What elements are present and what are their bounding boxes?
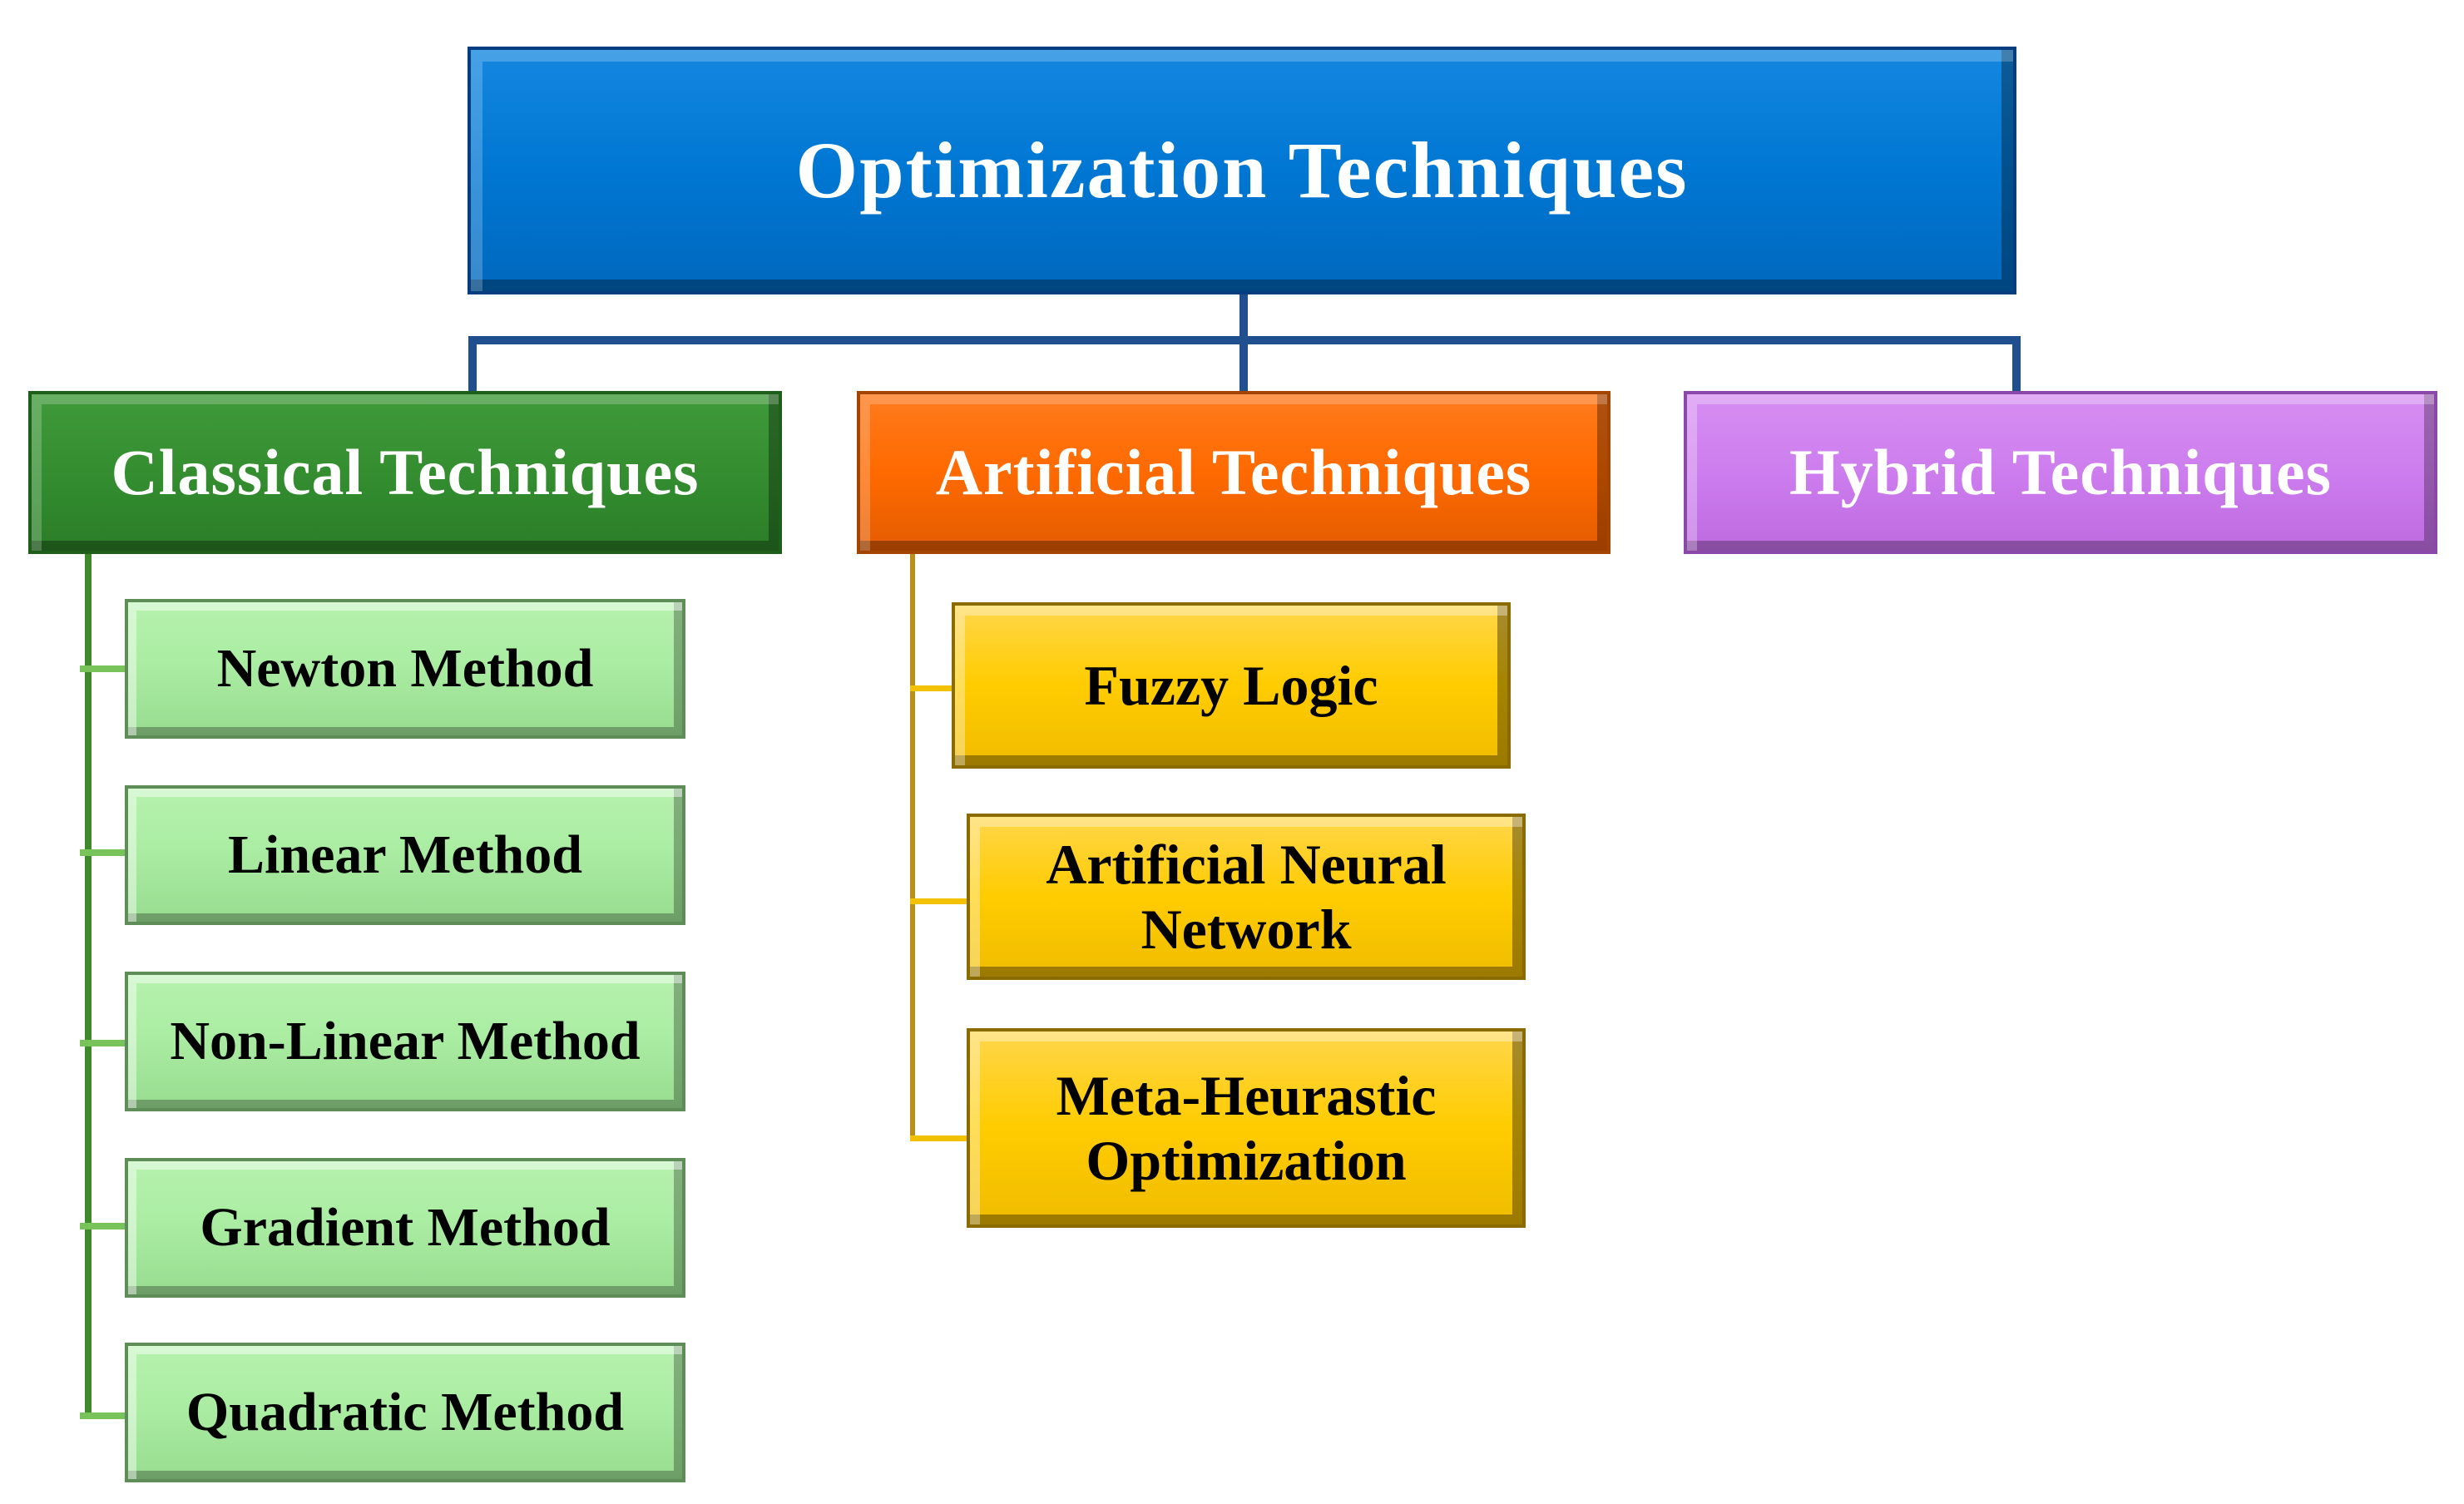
node-label: Quadratic Method bbox=[186, 1382, 625, 1443]
classical-branch bbox=[80, 1040, 128, 1046]
root-label: Optimization Techniques bbox=[795, 125, 1689, 215]
node-linear-method: Linear Method bbox=[125, 785, 685, 925]
classical-branch bbox=[80, 849, 128, 856]
artificial-branch bbox=[910, 898, 970, 904]
artificial-branch bbox=[910, 685, 955, 691]
root-node-optimization-techniques: Optimization Techniques bbox=[468, 47, 2016, 294]
node-label: Meta-Heurastic Optimization bbox=[1056, 1063, 1437, 1192]
connector-root-trunk bbox=[1239, 294, 1248, 339]
classical-spine bbox=[85, 554, 92, 1419]
category-artificial-techniques: Artificial Techniques bbox=[857, 391, 1611, 554]
node-meta-heurastic-optimization: Meta-Heurastic Optimization bbox=[967, 1028, 1526, 1228]
node-newton-method: Newton Method bbox=[125, 599, 685, 739]
classical-branch bbox=[80, 1412, 128, 1419]
node-label: Gradient Method bbox=[200, 1197, 611, 1259]
connector-to-hybrid bbox=[2012, 336, 2021, 394]
connector-to-artificial bbox=[1239, 336, 1248, 394]
node-gradient-method: Gradient Method bbox=[125, 1158, 685, 1298]
node-fuzzy-logic: Fuzzy Logic bbox=[952, 602, 1511, 769]
category-hybrid-techniques: Hybrid Techniques bbox=[1684, 391, 2437, 554]
classical-branch bbox=[80, 1223, 128, 1229]
artificial-branch bbox=[910, 1135, 970, 1141]
node-artificial-neural-network: Artificial Neural Network bbox=[967, 814, 1526, 980]
node-label: Linear Method bbox=[228, 824, 582, 886]
node-label: Non-Linear Method bbox=[170, 1011, 641, 1072]
classical-branch bbox=[80, 665, 128, 672]
node-quadratic-method: Quadratic Method bbox=[125, 1343, 685, 1482]
connector-to-classical bbox=[468, 336, 477, 394]
hybrid-label: Hybrid Techniques bbox=[1789, 436, 2333, 509]
node-label: Newton Method bbox=[216, 638, 594, 700]
node-label: Artificial Neural Network bbox=[1046, 832, 1447, 961]
classical-label: Classical Techniques bbox=[111, 436, 700, 509]
node-non-linear-method: Non-Linear Method bbox=[125, 972, 685, 1111]
node-label: Fuzzy Logic bbox=[1084, 653, 1378, 717]
category-classical-techniques: Classical Techniques bbox=[28, 391, 782, 554]
artificial-spine bbox=[910, 554, 915, 1141]
artificial-label: Artificial Techniques bbox=[935, 436, 1532, 509]
